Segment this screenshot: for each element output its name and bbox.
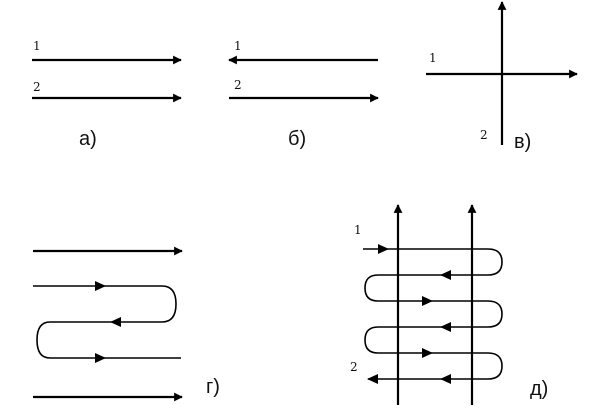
panel-d-arrow-3 [440,322,451,332]
panel-b-caption: б) [288,128,306,150]
panel-g-caption: г) [206,376,220,398]
panel-d-arrow-out [367,374,378,384]
panel-d-arrow-2 [422,296,433,306]
panel-v-label-2: 2 [480,128,488,142]
panel-v: 1 2 в) [426,1,578,153]
panel-g: г) [33,246,220,402]
panel-d: 1 2 д) [350,204,548,405]
panel-b-label-2: 2 [234,78,242,92]
panel-d-label-2: 2 [350,360,358,374]
panel-d-arrow-5 [440,374,451,384]
panel-d-arrow-in [378,244,389,254]
panel-v-caption: в) [514,131,531,153]
panel-d-arrow-1 [440,270,451,280]
panel-b-label-1: 1 [234,39,242,53]
panel-g-serpentine [33,285,181,359]
panel-g-arrow-right-2 [95,353,106,363]
panel-a: 1 2 а) [32,39,182,150]
panel-d-serpentine [363,248,503,380]
panel-g-arrow-right-1 [95,281,106,291]
panel-b: 1 2 б) [228,39,379,150]
panel-d-label-1: 1 [354,223,362,237]
panel-d-arrow-4 [422,348,433,358]
panel-g-arrow-left [110,317,121,327]
panel-a-label-2: 2 [33,80,41,94]
panel-v-label-1: 1 [429,51,437,65]
panel-a-label-1: 1 [33,39,41,53]
panel-a-caption: а) [79,128,97,150]
panel-d-caption: д) [530,378,548,400]
